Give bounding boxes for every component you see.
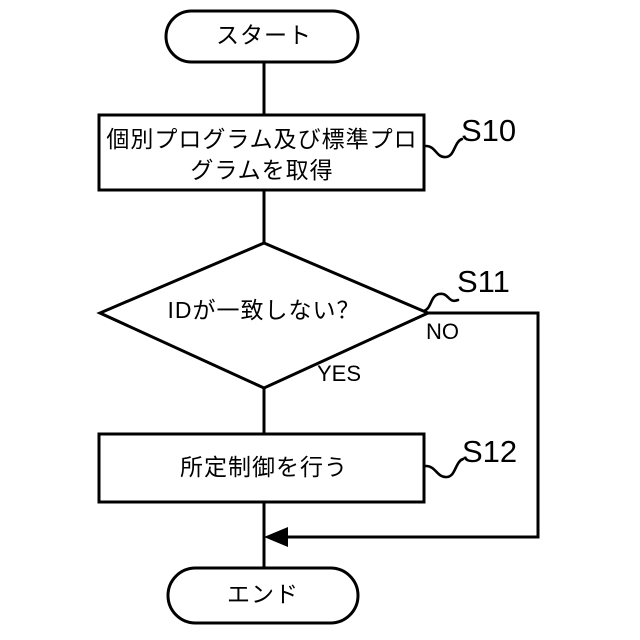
s10-label-line2: グラムを取得 [190,157,333,183]
node-s11-decision [96,241,432,390]
end-label: エンド [227,581,299,607]
arrowhead-loopback [264,527,288,547]
step-label-s11: S11 [457,264,510,299]
leader-line-s10 [424,137,464,159]
connector-s11-no-loopback [278,311,540,539]
branch-label-yes: YES [317,361,361,386]
s12-label: 所定制御を行う [180,454,348,480]
s11-label: IDが一致しない？ [168,297,361,323]
branch-label-no: NO [426,319,459,344]
node-end-terminator [166,566,360,625]
step-label-s10: S10 [461,113,516,148]
leader-line-s12 [424,457,465,479]
node-s12-process [97,432,426,504]
start-label: スタート [216,22,312,48]
leader-line-s11 [422,292,460,313]
s10-label-line1: 個別プログラム及び標準プロ [106,126,417,152]
step-label-s12: S12 [462,434,517,469]
node-start-terminator [164,9,360,64]
node-s10-process [97,113,426,192]
